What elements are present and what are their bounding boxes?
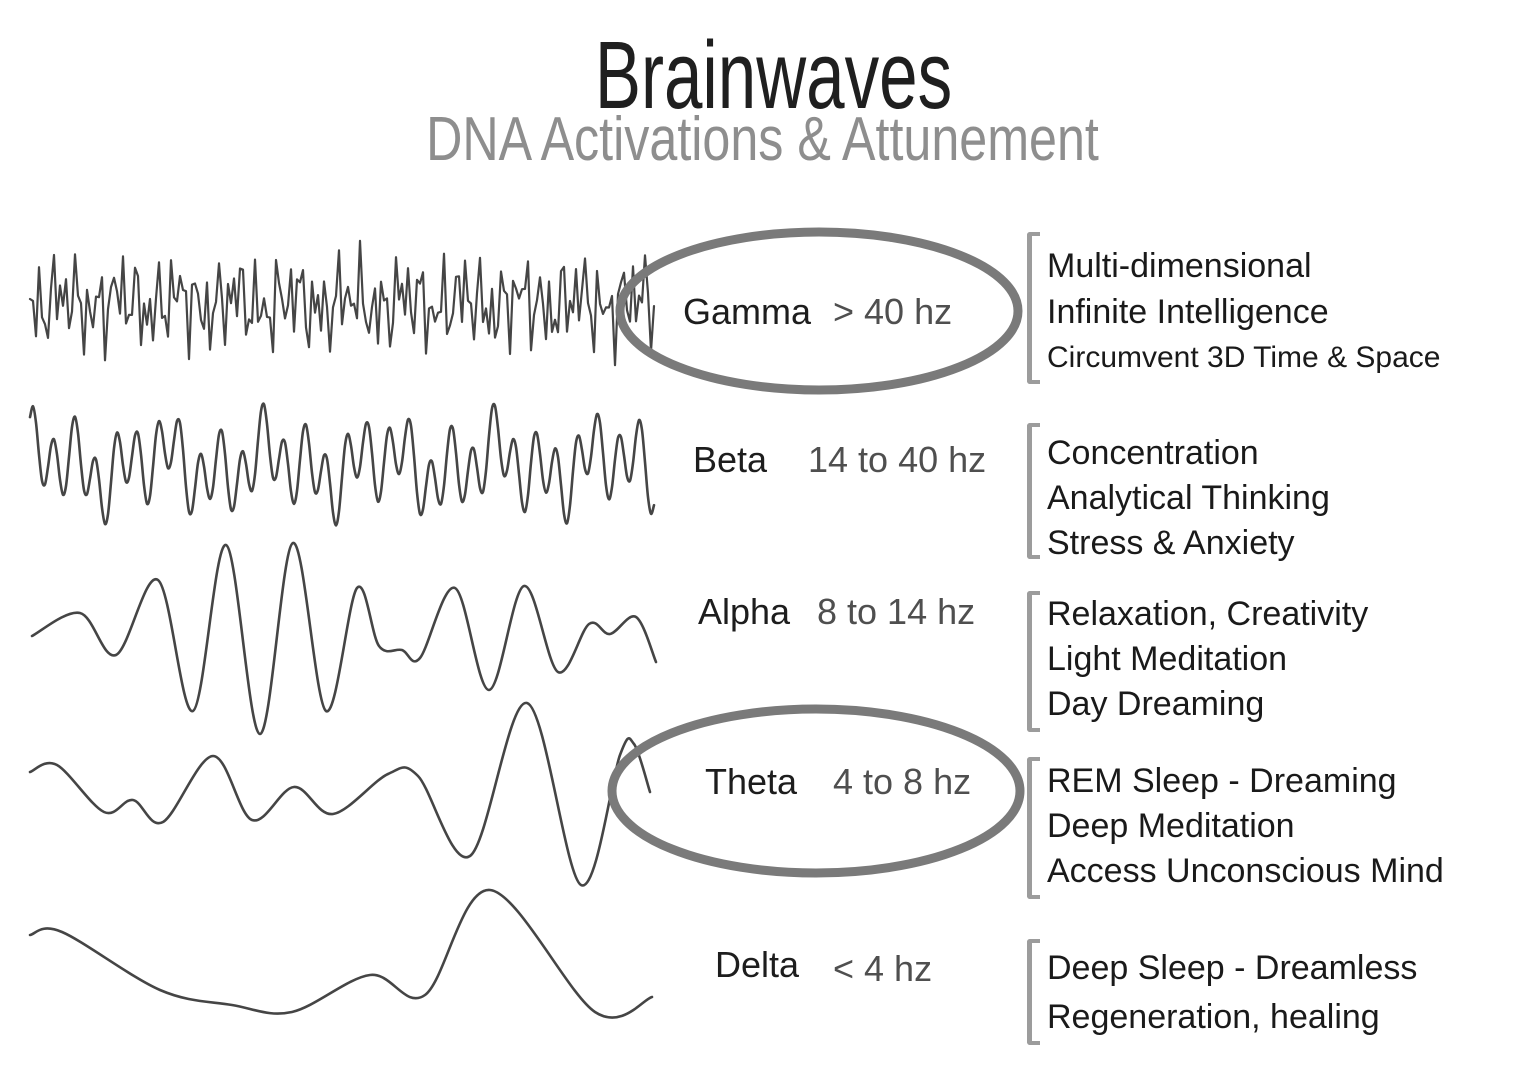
bracket-beta [1027, 423, 1040, 559]
description-line: Stress & Anxiety [1047, 524, 1295, 562]
bracket-delta [1027, 939, 1040, 1045]
description-line: Relaxation, Creativity [1047, 595, 1369, 633]
band-frequency-theta: 4 to 8 hz [833, 761, 972, 802]
band-descriptions-gamma: Multi-dimensional Infinite Intelligence … [1047, 243, 1440, 381]
gamma-waveform [28, 239, 656, 367]
description-line: Deep Sleep - Dreamless [1047, 949, 1418, 987]
band-frequency-gamma: > 40 hz [833, 291, 953, 332]
band-name-beta: Beta [693, 439, 768, 480]
band-name-alpha: Alpha [698, 591, 791, 632]
description-line: Deep Meditation [1047, 807, 1295, 845]
band-frequency-alpha: 8 to 14 hz [817, 591, 976, 632]
description-line: Light Meditation [1047, 640, 1288, 678]
band-descriptions-alpha: Relaxation, Creativity Light Meditation … [1047, 592, 1368, 727]
theta-waveform [28, 701, 652, 887]
band-frequency-beta: 14 to 40 hz [808, 439, 987, 480]
description-line: Infinite Intelligence [1047, 293, 1329, 331]
bracket-gamma [1027, 232, 1040, 384]
band-descriptions-beta: Concentration Analytical Thinking Stress… [1047, 431, 1330, 566]
description-line: Access Unconscious Mind [1047, 852, 1444, 890]
description-line: Analytical Thinking [1047, 479, 1330, 517]
page-title: Brainwaves [594, 22, 953, 129]
description-line: Concentration [1047, 434, 1259, 472]
bracket-alpha [1027, 591, 1040, 732]
description-line: Multi-dimensional [1047, 247, 1312, 285]
band-descriptions-theta: REM Sleep - Dreaming Deep Meditation Acc… [1047, 759, 1444, 894]
description-line: Regeneration, healing [1047, 998, 1380, 1036]
band-name-delta: Delta [715, 944, 800, 985]
delta-waveform [28, 888, 654, 1019]
theta-highlight-ellipse [607, 704, 1025, 878]
page-subtitle: DNA Activations & Attunement [426, 105, 1099, 174]
beta-waveform [28, 402, 656, 527]
band-name-gamma: Gamma [683, 291, 812, 332]
description-line: Circumvent 3D Time & Space [1047, 341, 1441, 374]
band-descriptions-delta: Deep Sleep - Dreamless Regeneration, hea… [1047, 944, 1417, 1042]
description-line: REM Sleep - Dreaming [1047, 762, 1397, 800]
gamma-highlight-ellipse [615, 227, 1023, 395]
bracket-theta [1027, 757, 1040, 899]
band-name-theta: Theta [705, 761, 798, 802]
description-line: Day Dreaming [1047, 685, 1265, 723]
alpha-waveform [30, 541, 658, 736]
band-frequency-delta: < 4 hz [833, 948, 933, 989]
